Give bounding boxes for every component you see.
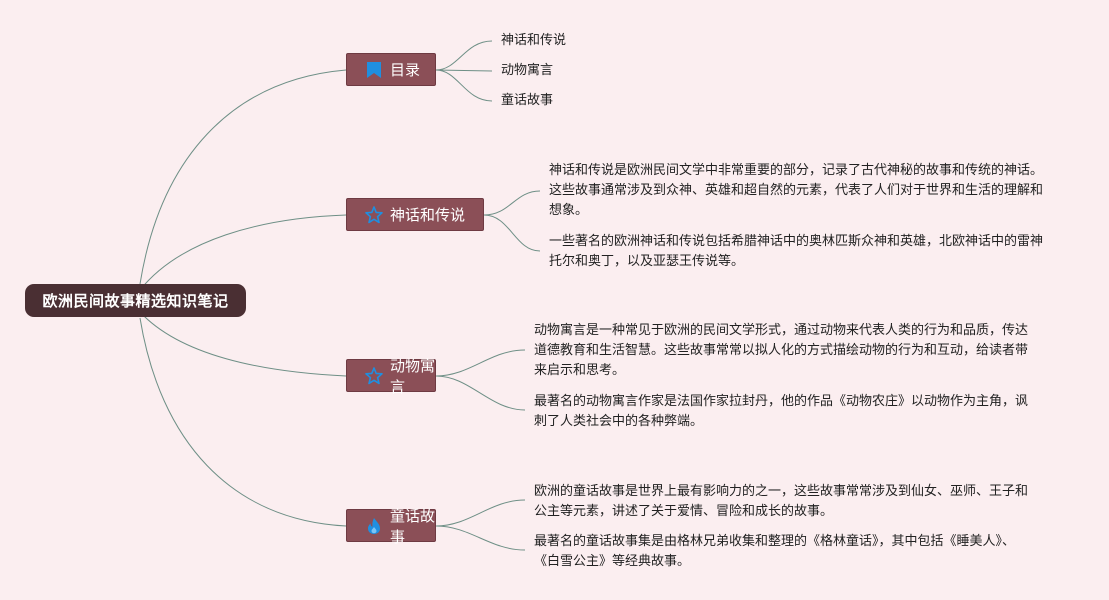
fables-paragraph-1[interactable]: 动物寓言是一种常见于欧洲的民间文学形式，通过动物来代表人类的行为和品质，传达道德… <box>534 323 1029 378</box>
star-icon <box>365 366 383 385</box>
branch-animal-fables[interactable]: 动物寓言 <box>346 357 436 396</box>
branch-contents[interactable]: 目录 <box>346 53 436 86</box>
branch-fairy-tales-label: 童话故事 <box>390 506 436 546</box>
myths-paragraph-1[interactable]: 神话和传说是欧洲民间文学中非常重要的部分，记录了古代神秘的故事和传统的神话。这些… <box>549 163 1044 218</box>
connector-myths-para-2 <box>483 214 541 252</box>
contents-item-fairytales[interactable]: 童话故事 <box>501 93 554 108</box>
branch-contents-label: 目录 <box>390 61 421 79</box>
branch-animal-fables-label: 动物寓言 <box>390 356 436 396</box>
connector-root-fairytales <box>139 317 347 527</box>
fairytales-paragraph-2[interactable]: 最著名的童话故事集是由格林兄弟收集和整理的《格林童话》，其中包括《睡美人》、《白… <box>534 534 1016 569</box>
contents-item-myths[interactable]: 神话和传说 <box>501 33 567 48</box>
connector-fables-para-2 <box>435 375 526 411</box>
connector-root-myths <box>139 214 347 291</box>
contents-item-fables[interactable]: 动物寓言 <box>501 63 554 78</box>
fables-paragraph-2[interactable]: 最著名的动物寓言作家是法国作家拉封丹，他的作品《动物农庄》以动物作为主角，讽刺了… <box>534 394 1029 429</box>
connector-myths-para-1 <box>483 190 541 216</box>
connector-contents-leaf-1 <box>435 40 493 71</box>
branch-myths-legends-label: 神话和传说 <box>390 206 466 224</box>
connector-fairytales-para-1 <box>435 499 526 527</box>
connector-contents-leaf-2 <box>435 69 493 72</box>
star-icon <box>365 205 383 224</box>
flag-icon <box>365 61 383 79</box>
myths-paragraph-2[interactable]: 一些著名的欧洲神话和传说包括希腊神话中的奥林匹斯众神和英雄，北欧神话中的雷神托尔… <box>549 234 1044 269</box>
connector-root-contents <box>139 69 347 285</box>
branch-fairy-tales[interactable]: 童话故事 <box>346 507 436 546</box>
connector-contents-leaf-3 <box>435 69 493 102</box>
fire-icon <box>365 517 383 535</box>
branch-myths-legends[interactable]: 神话和传说 <box>346 198 484 231</box>
connector-root-fables <box>139 311 347 377</box>
connector-fairytales-para-2 <box>435 525 526 551</box>
fairytales-paragraph-1[interactable]: 欧洲的童话故事是世界上最有影响力的之一，这些故事常常涉及到仙女、巫师、王子和公主… <box>534 484 1029 519</box>
root-topic-label: 欧洲民间故事精选知识笔记 <box>42 292 229 310</box>
root-topic[interactable]: 欧洲民间故事精选知识笔记 <box>25 284 246 317</box>
connector-fables-para-1 <box>435 349 526 377</box>
